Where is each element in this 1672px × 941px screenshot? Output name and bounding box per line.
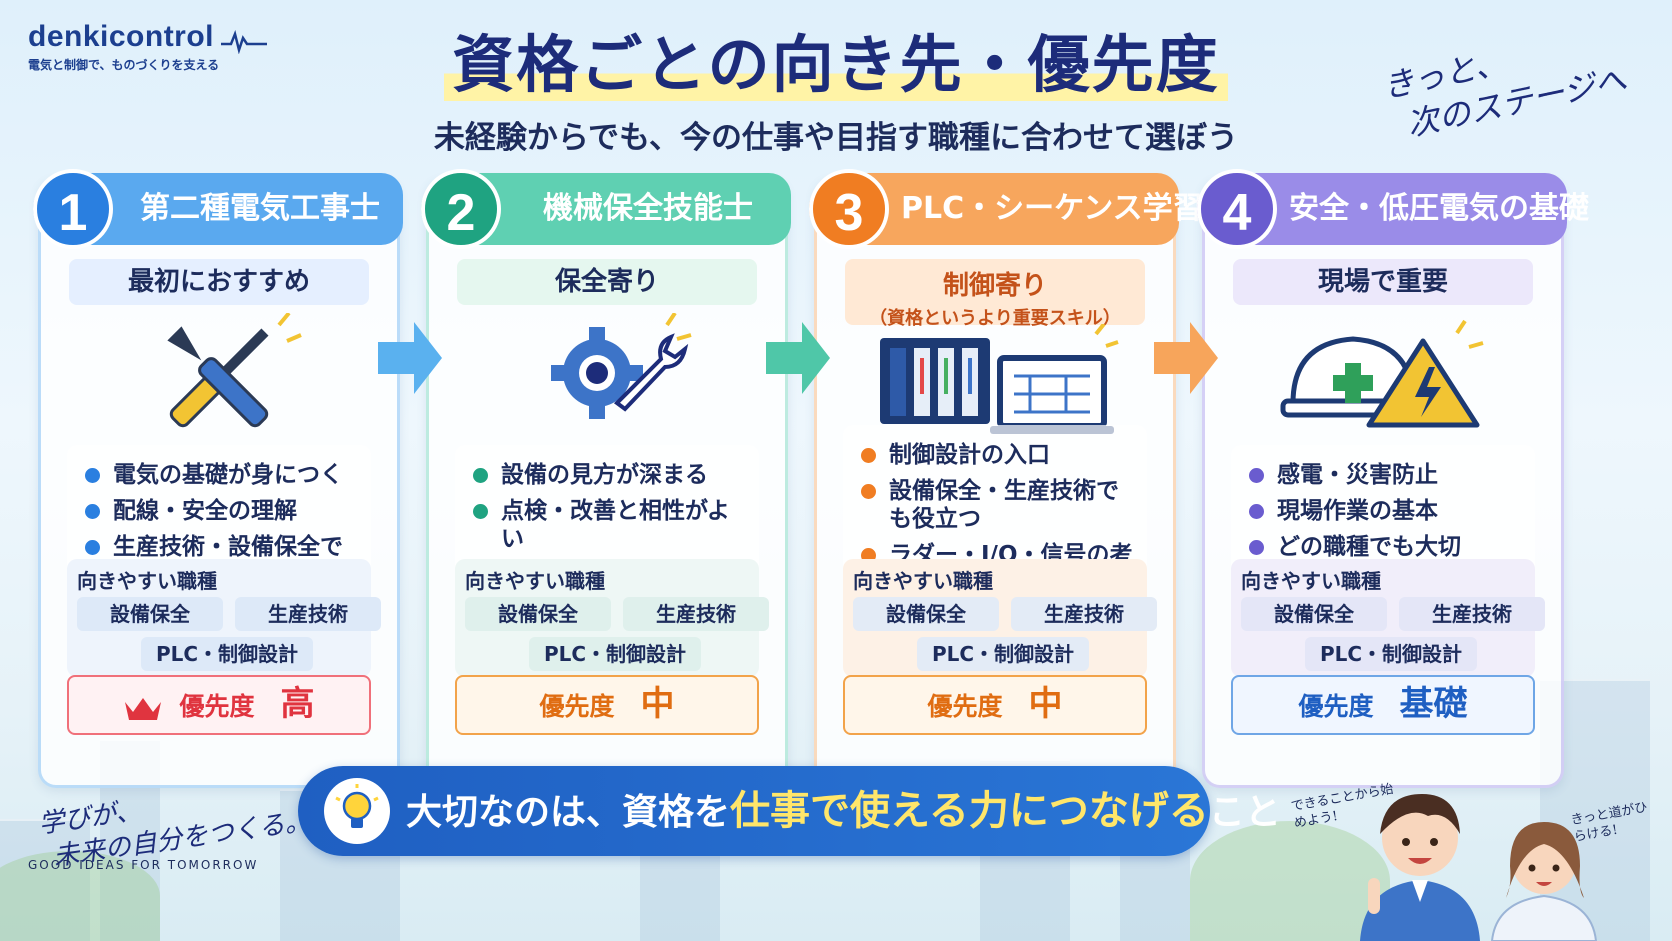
job-pill: 生産技術 [235,597,381,631]
benefit-item: 電気の基礎が身につく [79,461,359,489]
signal-wave-icon [221,29,268,54]
card-title: 機械保全技能士 [543,191,753,226]
arrow-right-icon [1154,322,1218,394]
card-title: 第二種電気工事士 [140,191,380,226]
benefit-item: 設備保全・生産技術でも役立つ [855,477,1135,533]
job-pill: 設備保全 [465,597,611,631]
priority-level: 中 [1028,684,1063,724]
suitable-jobs: 向きやすい職種設備保全生産技術 PLC・制御設計 [455,559,769,677]
recommendation-chip: 制御寄り（資格というより重要スキル） [845,259,1145,329]
priority-badge: 優先度中 [843,675,1147,735]
lightbulb-icon [324,778,390,844]
priority-level: 高 [280,684,315,724]
jobs-label: 向きやすい職種 [1241,569,1381,593]
suitable-jobs: 向きやすい職種設備保全生産技術 PLC・制御設計 [1231,559,1545,677]
arrow-right-icon [766,322,830,394]
arrow-right-icon [378,322,442,394]
recommendation-chip: 保全寄り [457,259,757,305]
job-pill: PLC・制御設計 [917,637,1089,671]
footer-text: GOOD IDEAS FOR TOMORROW [28,858,259,872]
card-header: 1 第二種電気工事士 [33,169,403,249]
helmet-warning-icon [1205,313,1561,443]
priority-level: 中 [640,684,675,724]
benefit-item: 制御設計の入口 [855,441,1135,469]
benefit-item: 点検・改善と相性がよい [467,497,747,553]
job-pill: 生産技術 [1399,597,1545,631]
worker-boy-illustration [1360,794,1480,941]
card-number: 1 [33,169,113,249]
tools-icon [41,313,397,443]
page-subtitle: 未経験からでも、今の仕事や目指す職種に合わせて選ぼう [433,120,1239,156]
job-pill: 生産技術 [623,597,769,631]
job-pill: 設備保全 [77,597,223,631]
key-message-banner: 大切なのは、資格を仕事で使える力につなげること [298,766,1281,856]
job-pill: 設備保全 [1241,597,1387,631]
jobs-label: 向きやすい職種 [853,569,993,593]
crown-icon [125,698,162,720]
suitable-jobs: 向きやすい職種設備保全生産技術 PLC・制御設計 [843,559,1157,677]
jobs-label: 向きやすい職種 [77,569,217,593]
brand-logo: denkicontrol 電気と制御で、ものづくりを支える [28,20,268,73]
priority-badge: 優先度高 [67,675,371,735]
benefit-item: 配線・安全の理解 [79,497,359,525]
brand-tagline: 電気と制御で、ものづくりを支える [28,58,220,72]
card-header: 4 安全・低圧電気の基礎 [1197,169,1589,249]
card-title: 安全・低圧電気の基礎 [1289,191,1589,226]
benefit-item: どの職種でも大切 [1243,533,1523,561]
benefit-item: 設備の見方が深まる [467,461,747,489]
worker-girl-illustration [1490,822,1598,941]
gear-wrench-icon [429,313,785,443]
benefit-item: 現場作業の基本 [1243,497,1523,525]
benefit-list: 感電・災害防止現場作業の基本どの職種でも大切 [1231,445,1535,577]
card-header: 3 PLC・シーケンス学習 [809,169,1203,249]
card-header: 2 機械保全技能士 [421,169,791,249]
recommendation-chip: 現場で重要 [1233,259,1533,305]
suitable-jobs: 向きやすい職種設備保全生産技術 PLC・制御設計 [67,559,381,677]
banner-text: 大切なのは、資格を仕事で使える力につなげること [406,788,1281,834]
qualification-card-3: 3 PLC・シーケンス学習制御寄り（資格というより重要スキル） 制御設計の入口設備保… [809,169,1203,788]
job-pill: PLC・制御設計 [141,637,313,671]
card-number: 2 [421,169,501,249]
qualification-card-2: 2機械保全技能士保全寄り設備の見方が深まる点検・改善と相性がよい設備保全で特に強… [421,169,791,788]
jobs-label: 向きやすい職種 [465,569,605,593]
priority-level: 基礎 [1399,684,1468,724]
job-pill: PLC・制御設計 [529,637,701,671]
recommendation-chip: 最初におすすめ [69,259,369,305]
brand-name: denkicontrol [28,20,215,53]
benefit-item: 感電・災害防止 [1243,461,1523,489]
priority-badge: 優先度基礎 [1231,675,1535,735]
card-title: PLC・シーケンス学習 [901,191,1203,226]
priority-badge: 優先度中 [455,675,759,735]
page-title: 資格ごとの向き先・優先度 [0,14,1672,104]
job-pill: 生産技術 [1011,597,1157,631]
plc-laptop-icon [817,324,1173,449]
job-pill: 設備保全 [853,597,999,631]
card-number: 3 [809,169,889,249]
card-number: 4 [1197,169,1277,249]
job-pill: PLC・制御設計 [1305,637,1477,671]
